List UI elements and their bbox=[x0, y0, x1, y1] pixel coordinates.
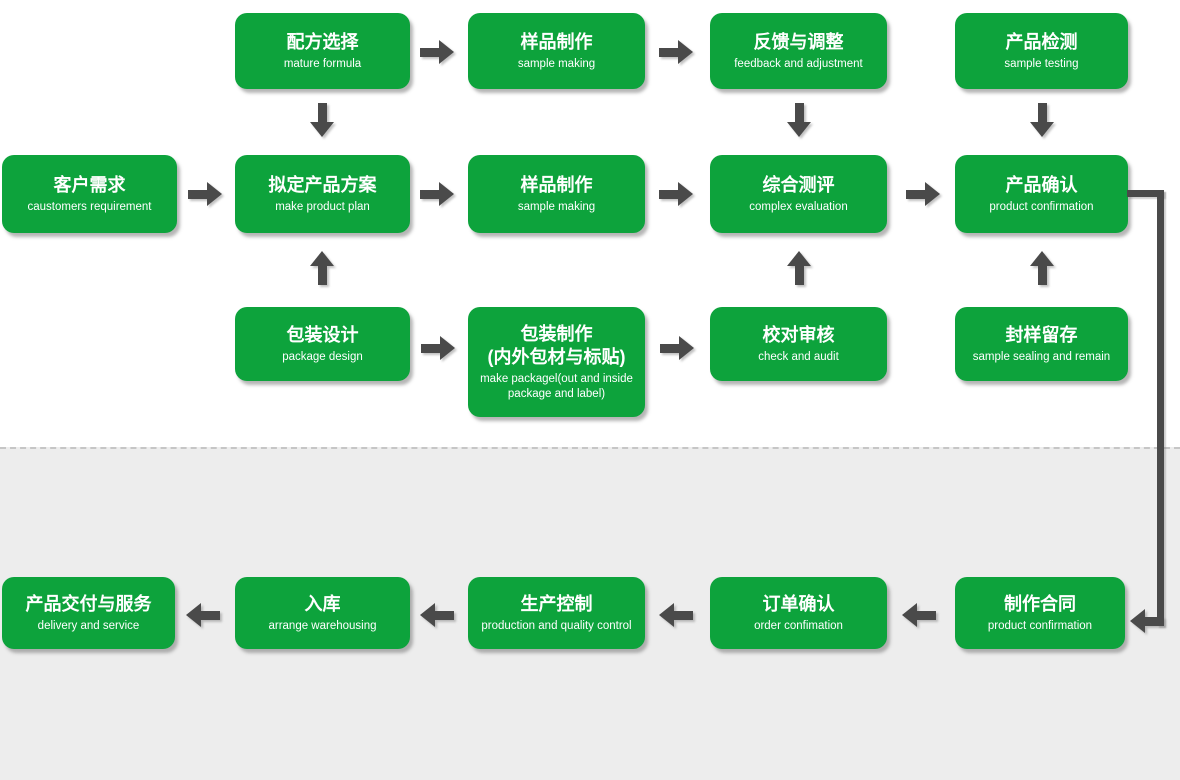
node-title: 制作合同 bbox=[1004, 594, 1076, 615]
node-title: 反馈与调整 bbox=[753, 32, 844, 53]
node-contract-making: 制作合同 product confirmation bbox=[955, 577, 1125, 649]
node-subtitle: complex evaluation bbox=[749, 200, 848, 213]
arrow-right-icon-evaluation-to-confirmation bbox=[906, 182, 940, 206]
node-title: 样品制作 bbox=[520, 175, 593, 196]
node-subtitle: product confirmation bbox=[989, 200, 1094, 213]
arrow-right-icon-pkgdesign-to-pkgmaking bbox=[421, 336, 455, 360]
node-sample-making-row2: 样品制作 sample making bbox=[468, 155, 645, 233]
arrow-up-icon-checkaudit-to-evaluation bbox=[787, 251, 811, 285]
arrow-down-icon-feedback-to-evaluation bbox=[787, 103, 811, 137]
node-package-making: 包装制作 (内外包材与标贴) make packagel(out and ins… bbox=[468, 307, 645, 417]
node-title: 客户需求 bbox=[53, 175, 126, 196]
node-subtitle: sample sealing and remain bbox=[972, 350, 1111, 363]
node-product-testing: 产品检测 sample testing bbox=[955, 13, 1128, 89]
node-subtitle: feedback and adjustment bbox=[734, 57, 863, 70]
connector-vertical-segment bbox=[1157, 190, 1164, 626]
node-title: 生产控制 bbox=[520, 594, 593, 615]
connector-arrowhead-left-icon bbox=[1130, 609, 1164, 633]
arrow-left-icon-production-to-warehousing bbox=[420, 603, 454, 627]
arrow-left-icon-contract-to-order bbox=[902, 603, 936, 627]
node-subtitle: production and quality control bbox=[481, 619, 632, 632]
node-title: 产品确认 bbox=[1005, 175, 1078, 196]
node-title: 产品检测 bbox=[1005, 32, 1078, 53]
node-title: 包装设计 bbox=[286, 325, 359, 346]
node-title: 综合测评 bbox=[762, 175, 835, 196]
node-title: 校对审核 bbox=[762, 325, 835, 346]
arrow-right-icon-sample-to-feedback bbox=[659, 40, 693, 64]
node-warehousing: 入库 arrange warehousing bbox=[235, 577, 410, 649]
arrow-right-icon-pkgmaking-to-checkaudit bbox=[660, 336, 694, 360]
arrow-left-icon-order-to-production bbox=[659, 603, 693, 627]
node-sample-making-row1: 样品制作 sample making bbox=[468, 13, 645, 89]
connector-top-segment bbox=[1127, 190, 1164, 197]
node-product-confirmation: 产品确认 product confirmation bbox=[955, 155, 1128, 233]
node-feedback-adjustment: 反馈与调整 feedback and adjustment bbox=[710, 13, 887, 89]
node-subtitle: product confirmation bbox=[987, 619, 1093, 632]
node-title: 样品制作 bbox=[520, 32, 593, 53]
node-title: 订单确认 bbox=[762, 594, 835, 615]
arrow-right-icon-sample-to-evaluation bbox=[659, 182, 693, 206]
arrow-up-icon-sealing-to-confirmation bbox=[1030, 251, 1054, 285]
node-subtitle: sample testing bbox=[1004, 57, 1079, 70]
node-title: 产品交付与服务 bbox=[25, 594, 152, 615]
node-title: 入库 bbox=[304, 594, 341, 615]
node-complex-evaluation: 综合测评 complex evaluation bbox=[710, 155, 887, 233]
node-subtitle: mature formula bbox=[283, 57, 362, 70]
node-order-confirmation: 订单确认 order confimation bbox=[710, 577, 887, 649]
node-subtitle: arrange warehousing bbox=[268, 619, 377, 632]
node-subtitle: order confimation bbox=[754, 619, 843, 632]
arrow-right-icon-formula-to-sample bbox=[420, 40, 454, 64]
node-subtitle: make product plan bbox=[275, 200, 370, 213]
node-title: 拟定产品方案 bbox=[268, 175, 377, 196]
node-customer-requirement: 客户需求 caustomers requirement bbox=[2, 155, 177, 233]
node-formula: 配方选择 mature formula bbox=[235, 13, 410, 89]
node-product-plan: 拟定产品方案 make product plan bbox=[235, 155, 410, 233]
arrow-down-icon-testing-to-confirmation bbox=[1030, 103, 1054, 137]
arrow-up-icon-pkgdesign-to-plan bbox=[310, 251, 334, 285]
arrow-right-icon-requirement-to-plan bbox=[188, 182, 222, 206]
node-subtitle: sample making bbox=[517, 57, 596, 70]
node-production-control: 生产控制 production and quality control bbox=[468, 577, 645, 649]
node-title: 包装制作 bbox=[520, 324, 593, 345]
node-subtitle: make packagel(out and inside package and… bbox=[480, 373, 633, 400]
node-subtitle: sample making bbox=[517, 200, 596, 213]
arrow-left-icon-warehousing-to-delivery bbox=[186, 603, 220, 627]
node-package-design: 包装设计 package design bbox=[235, 307, 410, 381]
node-delivery-service: 产品交付与服务 delivery and service bbox=[2, 577, 175, 649]
arrow-right-icon-plan-to-sample bbox=[420, 182, 454, 206]
node-title-line2: (内外包材与标贴) bbox=[487, 346, 626, 367]
arrow-down-icon-formula-to-plan bbox=[310, 103, 334, 137]
node-subtitle: package design bbox=[282, 350, 363, 363]
node-check-audit: 校对审核 check and audit bbox=[710, 307, 887, 381]
node-sample-sealing: 封样留存 sample sealing and remain bbox=[955, 307, 1128, 381]
node-title: 配方选择 bbox=[286, 32, 359, 53]
node-subtitle: check and audit bbox=[758, 350, 839, 363]
node-subtitle: caustomers requirement bbox=[27, 200, 152, 213]
node-title: 封样留存 bbox=[1005, 325, 1078, 346]
node-subtitle: delivery and service bbox=[37, 619, 140, 632]
